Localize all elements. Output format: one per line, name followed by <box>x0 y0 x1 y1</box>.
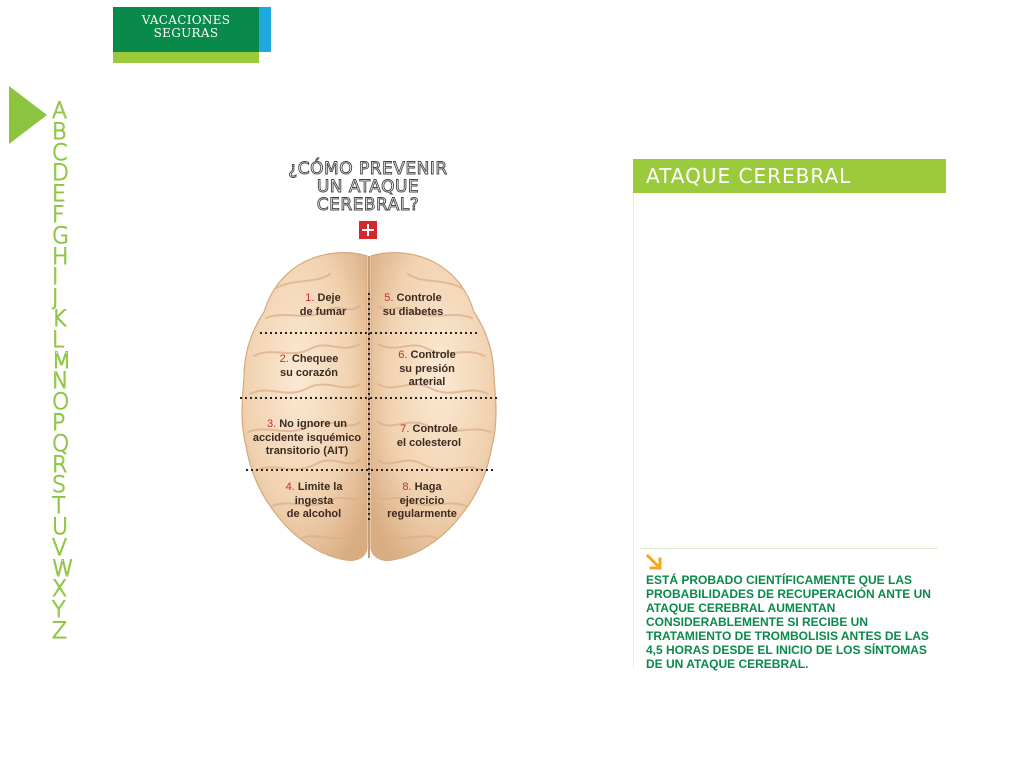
alphabet-letter[interactable]: J <box>52 286 60 312</box>
title-line: CEREBRAL? <box>316 195 420 215</box>
alphabet-letter[interactable]: R <box>52 452 68 478</box>
brand-badge <box>113 7 259 52</box>
step-text: ejercicio <box>399 494 445 507</box>
alphabet-letter[interactable]: U <box>52 514 69 540</box>
alphabet-pointer-icon <box>9 86 47 144</box>
step-number: 8. <box>402 481 412 493</box>
alphabet-letter[interactable]: V <box>52 535 68 561</box>
step-text: No ignore un <box>279 418 348 430</box>
badge-accent-stripe <box>259 7 271 52</box>
step-text: Haga <box>414 481 442 493</box>
alphabet-letter[interactable]: S <box>52 473 67 499</box>
step-7: 7. Controle el colesterol <box>384 423 474 450</box>
badge-line-2: SEGURAS <box>153 26 219 40</box>
step-3: 3. No ignore un accidente isquémico tran… <box>246 418 368 459</box>
step-text: Deje <box>317 292 341 304</box>
alphabet-letter[interactable]: A <box>52 99 68 124</box>
badge-line-1: VACACIONES <box>141 13 231 27</box>
step-text: su presión <box>399 362 455 375</box>
alphabet-letter[interactable]: C <box>52 140 68 166</box>
arrow-down-right-icon <box>645 553 664 572</box>
step-text: Limite la <box>297 481 343 493</box>
step-6: 6. Controle su presión arterial <box>384 349 470 390</box>
step-number: 6. <box>398 349 408 361</box>
title-line: ¿CÓMO PREVENIR <box>288 159 448 179</box>
alphabet-letter[interactable]: N <box>52 369 69 395</box>
alphabet-letter[interactable]: E <box>52 182 67 208</box>
alphabet-letter[interactable]: L <box>52 327 65 353</box>
alphabet-letter[interactable]: K <box>52 306 67 332</box>
step-text: Controle <box>396 292 442 304</box>
step-number: 7. <box>400 423 410 435</box>
step-4: 4. Limite la ingesta de alcohol <box>274 481 354 522</box>
alphabet-letter[interactable]: P <box>52 410 66 436</box>
alphabet-letter[interactable]: F <box>52 202 66 228</box>
infographic-title: ¿CÓMO PREVENIR UN ATAQUE CEREBRAL? <box>260 159 476 215</box>
panel-title: ATAQUE CEREBRAL <box>646 164 852 188</box>
step-text: el colesterol <box>396 436 462 449</box>
step-number: 4. <box>285 481 295 493</box>
step-text: transitorio (AIT) <box>265 445 349 457</box>
alphabet-letter[interactable]: B <box>52 119 67 145</box>
alphabet-letter[interactable]: D <box>52 161 70 187</box>
step-5: 5. Controle su diabetes <box>372 292 454 319</box>
step-number: 3. <box>266 418 277 430</box>
alphabet-letter[interactable]: I <box>52 265 60 291</box>
step-text: su corazón <box>279 366 339 379</box>
alphabet-letter[interactable]: M <box>52 348 72 374</box>
step-text: Controle <box>410 349 456 361</box>
step-text: ingesta <box>294 494 334 507</box>
step-text: regularmente <box>387 508 457 520</box>
step-text: arterial <box>408 376 446 388</box>
brain-illustration <box>236 248 502 568</box>
panel-header <box>633 159 946 193</box>
step-number: 1. <box>305 292 315 304</box>
alphabet-index: A B C D E F G H I J K L M N O P Q R S T … <box>52 99 76 644</box>
alphabet-letter[interactable]: X <box>52 577 68 603</box>
step-1: 1. Deje de fumar <box>283 292 363 319</box>
panel-left-border <box>633 193 634 668</box>
step-8: 8. Haga ejercicio regularmente <box>378 481 466 522</box>
panel-divider <box>640 548 938 549</box>
step-text: Chequee <box>291 353 339 365</box>
alphabet-letter[interactable]: W <box>52 556 75 582</box>
step-number: 2. <box>279 353 289 365</box>
alphabet-letter[interactable]: Z <box>52 618 68 644</box>
alphabet-letter[interactable]: G <box>52 223 70 249</box>
plus-icon <box>359 221 377 239</box>
step-number: 5. <box>384 292 394 304</box>
alphabet-letter[interactable]: T <box>52 494 66 520</box>
step-text: Controle <box>412 423 458 435</box>
brain-icon <box>240 252 498 561</box>
alphabet-letter[interactable]: Q <box>52 431 70 457</box>
badge-label: VACACIONES SEGURAS <box>113 14 259 40</box>
step-text: de fumar <box>299 305 347 318</box>
step-text: accidente isquémico <box>252 431 362 444</box>
alphabet-letter[interactable]: H <box>52 244 70 270</box>
panel-note: ESTÁ PROBADO CIENTÍFICAMENTE QUE LAS PRO… <box>646 573 931 671</box>
alphabet-letter[interactable]: O <box>52 390 70 416</box>
title-line: UN ATAQUE <box>316 177 420 197</box>
step-2: 2. Chequee su corazón <box>262 353 356 380</box>
badge-bottom-stripe <box>113 52 259 63</box>
alphabet-letter[interactable]: Y <box>52 598 66 624</box>
step-text: de alcohol <box>286 508 342 520</box>
step-text: su diabetes <box>382 305 444 318</box>
